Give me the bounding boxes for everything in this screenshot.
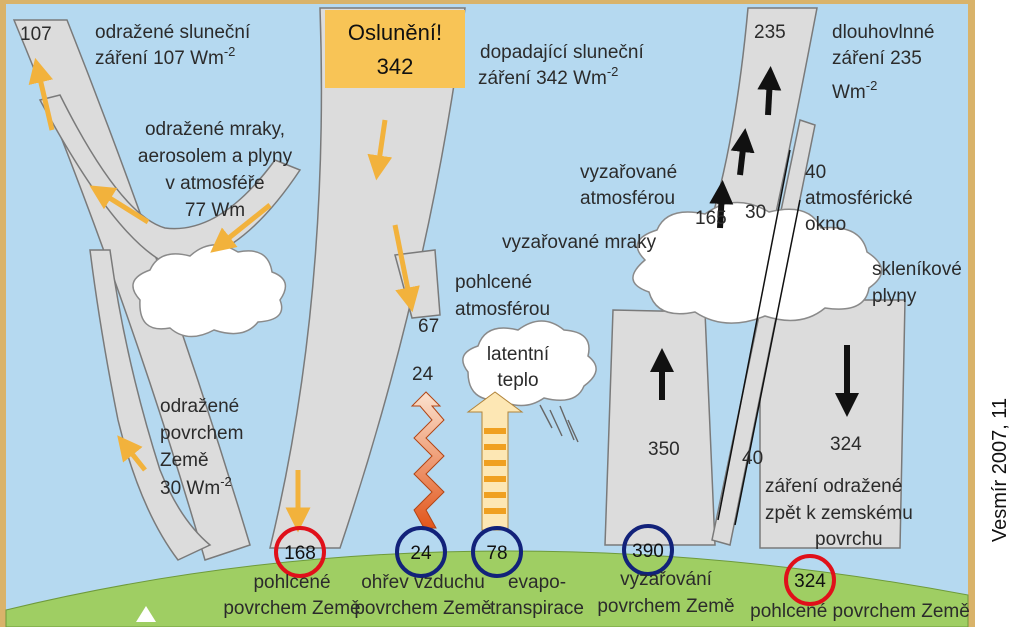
window-line2: atmosférické [805, 188, 913, 209]
back-line1: záření odražené [765, 476, 902, 497]
incoming-solar-line1: dopadající sluneční [480, 42, 644, 63]
ground-label-2a: ohřev vzduchu [361, 572, 485, 593]
outgoing-line2: záření 235 [832, 48, 922, 69]
greenhouse-line2: plyny [872, 286, 917, 307]
window-line3: okno [805, 214, 846, 235]
callout-line1: Oslunění! [348, 20, 442, 45]
value-165: 165 [695, 208, 727, 229]
emitted-atm-line2: atmosférou [580, 188, 675, 209]
reflected-clouds-line3: v atmosféře [165, 173, 264, 194]
reflected-clouds-line2: aerosolem a plyny [138, 146, 293, 167]
callout-line2: 342 [377, 54, 414, 79]
absorbed-atm-line1: pohlcené [455, 272, 532, 293]
ground-label-3b: transpirace [490, 598, 584, 619]
ground-value-168: 168 [284, 543, 316, 564]
ground-label-1b: povrchem Země [223, 598, 360, 619]
reflected-surface-line2: povrchem [160, 423, 243, 444]
surface-emission-band [605, 310, 715, 545]
ground-label-2b: povrchem Země [354, 598, 491, 619]
reflected-solar-line1: odražené sluneční [95, 22, 251, 43]
back-line3: povrchu [815, 529, 883, 550]
absorbed-atm-value: 67 [418, 316, 439, 337]
incoming-solar-line2: záření 342 Wm-2 [478, 64, 618, 89]
reflected-solar-line2: záření 107 Wm-2 [95, 44, 235, 69]
sensible-value: 24 [412, 364, 434, 385]
ground-label-1a: pohlcené [253, 572, 330, 593]
ground-label-5: pohlcené povrchem Země [750, 601, 970, 622]
reflected-clouds-line4: 77 Wm [185, 200, 245, 221]
reflected-solar-value: 107 [20, 24, 52, 45]
value-350: 350 [648, 439, 680, 460]
reflected-clouds-line1: odražené mraky, [145, 119, 285, 140]
value-30: 30 [745, 202, 766, 223]
source-credit: Vesmír 2007, 11 [989, 398, 1011, 542]
back-line2: zpět k zemskému [765, 503, 913, 524]
absorbed-atm-line2: atmosférou [455, 299, 550, 320]
ground-value-78: 78 [486, 543, 507, 564]
ground-value-324: 324 [794, 571, 826, 592]
back-value: 324 [830, 434, 862, 455]
reflected-surface-line1: odražené [160, 396, 239, 417]
greenhouse-line1: skleníkové [872, 259, 962, 280]
ground-label-3a: evapo- [508, 572, 566, 593]
ground-label-4a: vyzařování [620, 569, 713, 590]
ground-value-390: 390 [632, 541, 664, 562]
ground-value-24: 24 [410, 543, 432, 564]
outgoing-line1: dlouhovlnné [832, 22, 934, 43]
reflected-surface-line3: Země [160, 450, 209, 471]
latent-line2: teplo [497, 370, 538, 391]
emitted-atm-line1: vyzařované [580, 162, 677, 183]
latent-line1: latentní [487, 344, 550, 365]
value-40: 40 [742, 448, 763, 469]
emitted-clouds: vyzařované mraky [502, 232, 657, 253]
ground-label-4b: povrchem Země [597, 596, 734, 617]
window-line1: 40 [805, 162, 826, 183]
outgoing-value: 235 [754, 22, 786, 43]
